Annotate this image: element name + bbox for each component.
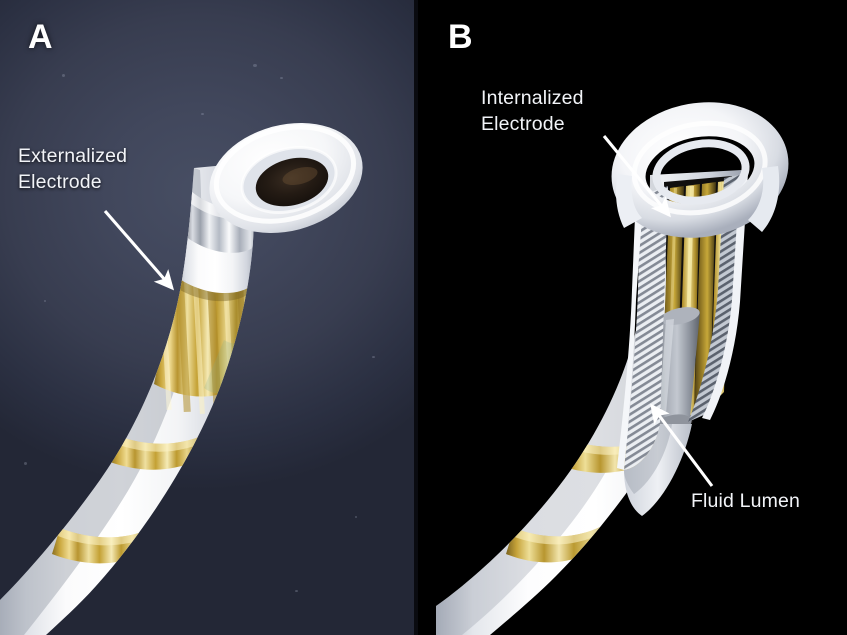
speckle-dust <box>253 64 257 67</box>
speckle-dust <box>280 77 283 79</box>
speckle-dust <box>295 590 298 592</box>
panel-letter-a: A <box>28 18 54 56</box>
speckle-dust <box>355 516 357 518</box>
panel-a <box>0 0 414 635</box>
label-internalized-electrode: Internalized Electrode <box>481 87 584 135</box>
speckle-dust <box>372 356 375 358</box>
speckle-dust <box>201 113 204 115</box>
label-externalized-electrode: Externalized Electrode <box>18 145 128 193</box>
panel-letter-b: B <box>448 18 474 56</box>
speckle-dust <box>334 146 337 149</box>
panel-divider <box>414 0 418 635</box>
speckle-dust <box>24 462 27 465</box>
speckle-dust <box>44 300 46 302</box>
speckle-dust <box>62 74 65 77</box>
label-fluid-lumen: Fluid Lumen <box>691 490 800 512</box>
